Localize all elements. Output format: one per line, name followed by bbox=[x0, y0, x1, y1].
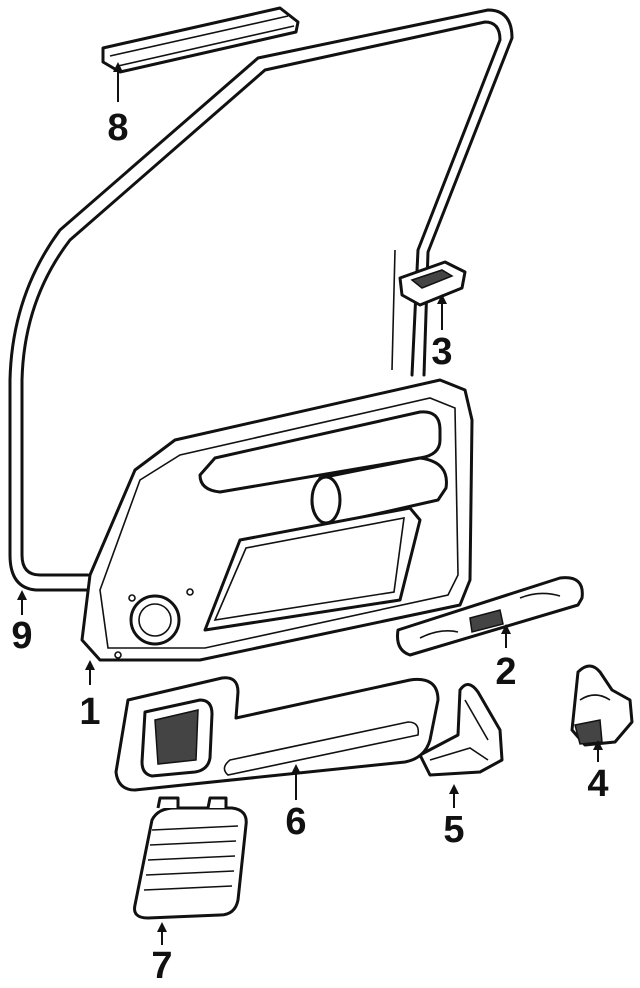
callout-2: 2 bbox=[495, 651, 516, 693]
part-9-weatherstrip bbox=[8, 8, 514, 592]
part-1-trim-panel bbox=[80, 378, 474, 662]
part-5-handle-housing bbox=[418, 683, 504, 777]
callout-4: 4 bbox=[587, 763, 608, 805]
callout-9: 9 bbox=[11, 615, 32, 657]
leader-lines bbox=[17, 62, 603, 945]
callout-8: 8 bbox=[107, 107, 128, 149]
callout-6: 6 bbox=[285, 801, 306, 843]
callout-7: 7 bbox=[151, 945, 172, 987]
part-2-switch-bezel bbox=[396, 576, 584, 657]
part-3-lock-bezel bbox=[398, 260, 467, 307]
callout-1: 1 bbox=[79, 691, 100, 733]
part-8-belt-molding bbox=[101, 6, 300, 74]
part-6-armrest-trim bbox=[114, 676, 440, 792]
part-4-handle-bracket bbox=[570, 664, 634, 747]
callout-5: 5 bbox=[443, 809, 464, 851]
part-7-speaker-grille bbox=[133, 796, 248, 920]
callout-3: 3 bbox=[431, 331, 452, 373]
